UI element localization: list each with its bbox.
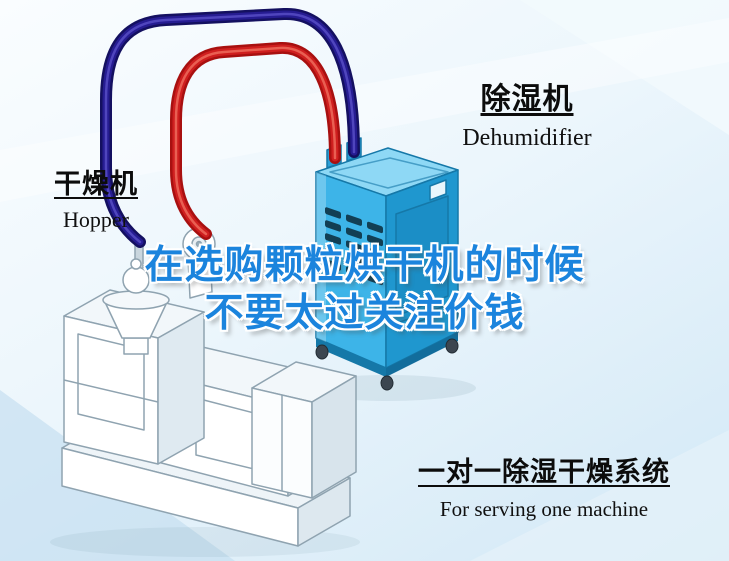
- hopper-machine-illustration: [61, 227, 357, 547]
- system-label: 一对一除湿干燥系统 For serving one machine: [388, 450, 700, 522]
- dehumidifier-door: [395, 195, 449, 317]
- system-label-en: For serving one machine: [439, 497, 649, 521]
- dehumidifier-display: [429, 179, 447, 201]
- headline-line1: 在选购颗粒烘干机的时候: [144, 244, 585, 287]
- hopper-label-en: Hopper: [63, 207, 129, 232]
- headline-line2: 不要太过关注价钱: [204, 292, 525, 335]
- system-label-cn: 一对一除湿干燥系统: [418, 457, 670, 487]
- caster-wheels: [315, 338, 459, 391]
- hopper-label-cn: 干燥机: [54, 169, 138, 199]
- hopper-label: 干燥机 Hopper: [34, 162, 158, 233]
- dehumidifier-label-en: Dehumidifier: [462, 125, 592, 151]
- blue-return-pipe: [100, 7, 360, 248]
- dehumidifier-illustration: [315, 137, 459, 391]
- vent-grille: [325, 207, 383, 286]
- dehumidifier-label-cn: 除湿机: [480, 83, 574, 116]
- dehumidifier-label: 除湿机 Dehumidifier: [437, 74, 617, 152]
- red-supply-pipe: [170, 42, 341, 240]
